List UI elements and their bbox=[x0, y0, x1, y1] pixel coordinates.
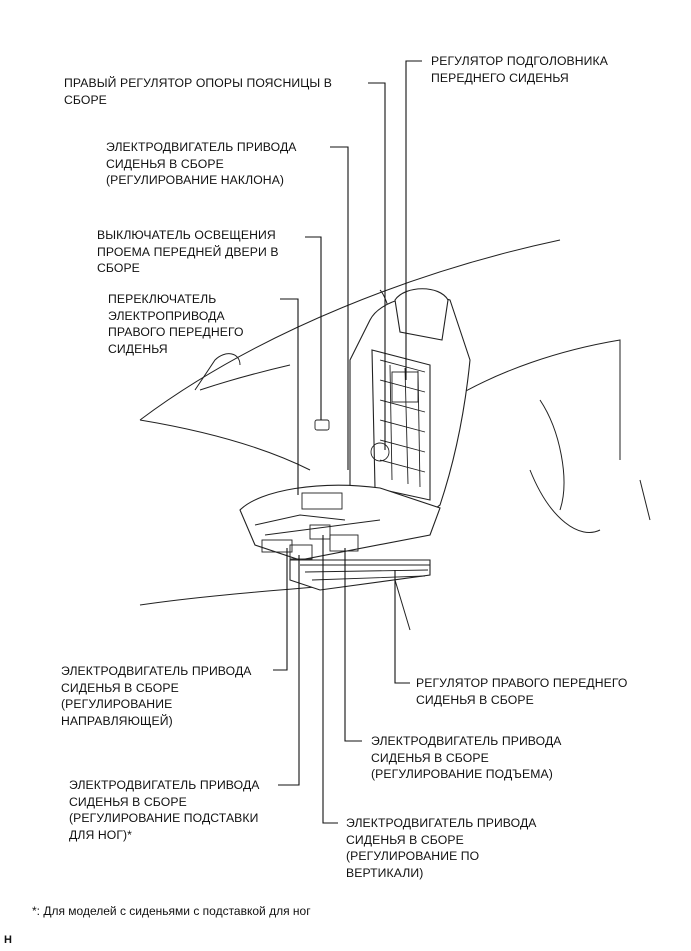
seatback-frame bbox=[371, 349, 431, 501]
slide-motor-shape bbox=[261, 539, 293, 553]
label-headrest-adjuster: РЕГУЛЯТОР ПОДГОЛОВНИКА ПЕРЕДНЕГО СИДЕНЬЯ bbox=[431, 54, 608, 85]
leader-ottoman bbox=[278, 555, 300, 786]
leader-power-switch bbox=[280, 298, 299, 495]
floor-line bbox=[139, 584, 341, 606]
lifter-motor-shape bbox=[329, 534, 359, 552]
leader-door-switch bbox=[305, 236, 322, 420]
label-slide-motor: ЭЛЕКТРОДВИГАТЕЛЬ ПРИВОДА СИДЕНЬЯ В СБОРЕ… bbox=[61, 664, 252, 728]
a-pillar bbox=[194, 353, 241, 391]
right-edge bbox=[639, 479, 651, 521]
headrest bbox=[394, 288, 449, 341]
vertical-motor-shape bbox=[309, 524, 331, 540]
leader-vertical bbox=[322, 535, 338, 824]
leader-lumbar bbox=[368, 82, 386, 450]
leader-slide bbox=[273, 548, 288, 671]
dashboard-line bbox=[199, 364, 291, 391]
rear-wheel-arch bbox=[529, 469, 601, 533]
label-power-seat-switch: ПЕРЕКЛЮЧАТЕЛЬ ЭЛЕКТРОПРИВОДА ПРАВОГО ПЕР… bbox=[108, 292, 244, 356]
corner-mark: H bbox=[4, 934, 12, 946]
label-recline-motor: ЭЛЕКТРОДВИГАТЕЛЬ ПРИВОДА СИДЕНЬЯ В СБОРЕ… bbox=[106, 140, 297, 188]
windshield-lower bbox=[139, 419, 311, 471]
ottoman-motor-shape bbox=[289, 544, 313, 560]
leader-recline bbox=[330, 146, 349, 470]
seat-cushion bbox=[239, 484, 441, 561]
roof-line bbox=[139, 239, 561, 421]
label-lumbar-support: ПРАВЫЙ РЕГУЛЯТОР ОПОРЫ ПОЯСНИЦЫ В СБОРЕ bbox=[64, 76, 332, 107]
leader-seat-adjuster bbox=[394, 570, 410, 684]
label-lifter-motor: ЭЛЕКТРОДВИГАТЕЛЬ ПРИВОДА СИДЕНЬЯ В СБОРЕ… bbox=[371, 734, 562, 782]
leader-lifter bbox=[344, 548, 362, 742]
footnote: *: Для моделей с сиденьями с подставкой … bbox=[32, 904, 311, 918]
label-ottoman-motor: ЭЛЕКТРОДВИГАТЕЛЬ ПРИВОДА СИДЕНЬЯ В СБОРЕ… bbox=[69, 778, 260, 842]
switch-shape bbox=[301, 492, 343, 510]
door-opening bbox=[449, 339, 621, 460]
leader-headrest bbox=[405, 60, 422, 380]
label-seat-adjuster: РЕГУЛЯТОР ПРАВОГО ПЕРЕДНЕГО СИДЕНЬЯ В СБ… bbox=[416, 676, 628, 707]
lumbar-motor-shape bbox=[370, 442, 390, 462]
headrest-adjuster-shape bbox=[391, 371, 419, 403]
rear-door-line bbox=[539, 399, 565, 511]
sill-line bbox=[394, 579, 411, 631]
label-vertical-motor: ЭЛЕКТРОДВИГАТЕЛЬ ПРИВОДА СИДЕНЬЯ В СБОРЕ… bbox=[346, 816, 537, 880]
door-switch-shape bbox=[314, 419, 330, 431]
seat-rail bbox=[289, 559, 431, 591]
label-door-courtesy-switch: ВЫКЛЮЧАТЕЛЬ ОСВЕЩЕНИЯ ПРОЕМА ПЕРЕДНЕЙ ДВ… bbox=[97, 228, 279, 276]
